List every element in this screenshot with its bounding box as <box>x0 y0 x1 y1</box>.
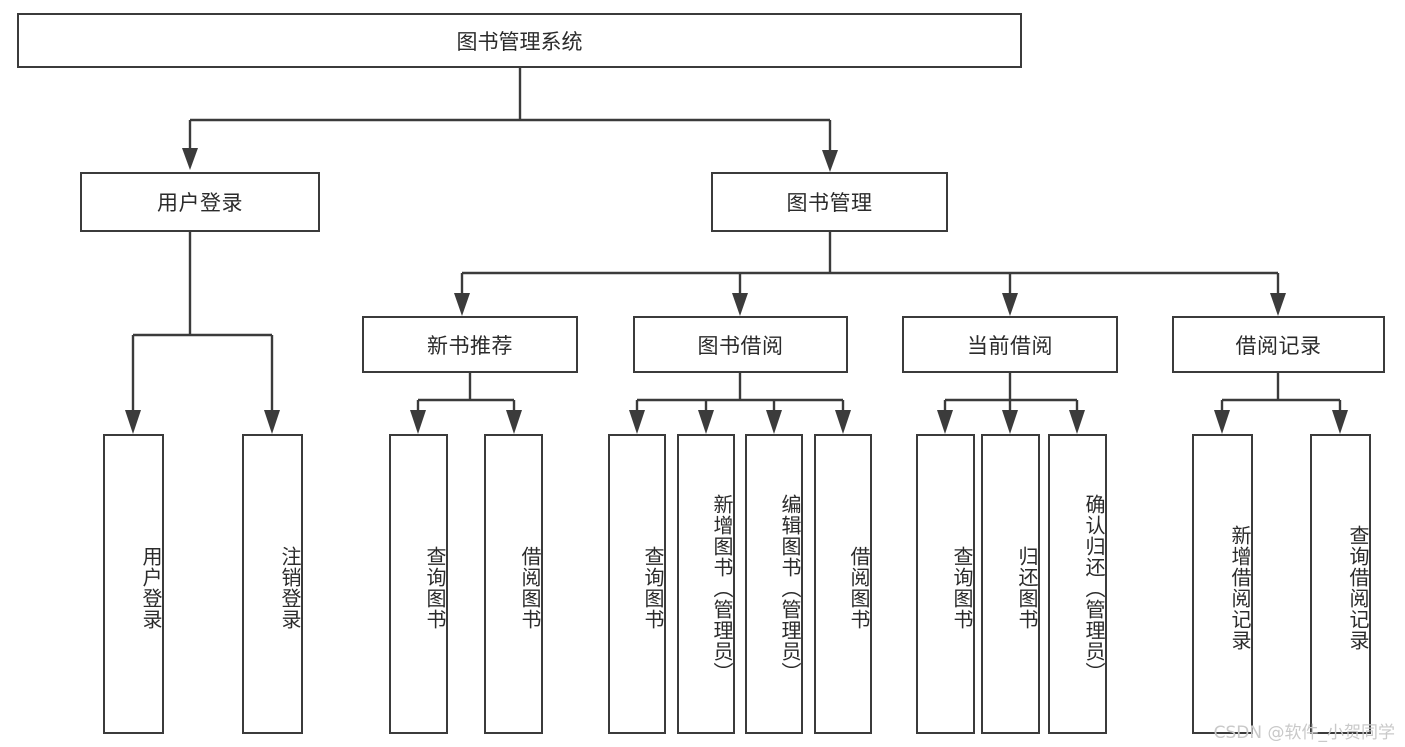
node-label: 用户登录 <box>139 546 163 630</box>
node-label: 注销登录 <box>278 546 302 630</box>
arrow-currentborrow-leaf-2 <box>1002 410 1018 434</box>
node-book-borrow[interactable]: 图书借阅 <box>633 316 848 373</box>
arrow-newbook-leaf-2 <box>506 410 522 434</box>
arrow-to-new-book <box>454 293 470 316</box>
arrow-to-user-login <box>182 148 198 170</box>
leaf-book-borrow-query[interactable]: 查询图书 <box>608 434 666 734</box>
node-label: 新增图书（管理员） <box>710 493 734 683</box>
arrow-borrowrecord-leaf-2 <box>1332 410 1348 434</box>
leaf-borrow-record-add[interactable]: 新增借阅记录 <box>1192 434 1253 734</box>
arrow-bookborrow-leaf-3 <box>766 410 782 434</box>
node-borrow-record[interactable]: 借阅记录 <box>1172 316 1385 373</box>
node-user-login[interactable]: 用户登录 <box>80 172 320 232</box>
arrow-currentborrow-leaf-3 <box>1069 410 1085 434</box>
node-label: 用户登录 <box>157 191 243 215</box>
leaf-user-login-logout[interactable]: 注销登录 <box>242 434 303 734</box>
arrow-bookborrow-leaf-1 <box>629 410 645 434</box>
node-label: 借阅图书 <box>518 546 542 630</box>
node-label: 借阅图书 <box>847 546 871 630</box>
node-book-management[interactable]: 图书管理 <box>711 172 948 232</box>
node-label: 图书借阅 <box>697 333 784 358</box>
arrow-bookborrow-leaf-2 <box>698 410 714 434</box>
leaf-current-borrow-confirm-return[interactable]: 确认归还（管理员） <box>1048 434 1107 734</box>
arrow-userlogin-leaf-2 <box>264 410 280 434</box>
node-label: 图书管理 <box>786 191 873 215</box>
node-label: 新增借阅记录 <box>1228 525 1252 651</box>
csdn-watermark: CSDN @软件_小贺同学 <box>1213 723 1395 743</box>
leaf-book-borrow-add[interactable]: 新增图书（管理员） <box>677 434 735 734</box>
node-label: 归还图书 <box>1015 546 1039 630</box>
leaf-current-borrow-return[interactable]: 归还图书 <box>981 434 1040 734</box>
arrow-borrowrecord-leaf-1 <box>1214 410 1230 434</box>
arrow-to-borrow-record <box>1270 293 1286 316</box>
arrow-to-current-borrow <box>1002 293 1018 316</box>
leaf-borrow-record-query[interactable]: 查询借阅记录 <box>1310 434 1371 734</box>
node-label: 当前借阅 <box>967 333 1053 358</box>
leaf-new-book-query[interactable]: 查询图书 <box>389 434 448 734</box>
node-root-system[interactable]: 图书管理系统 <box>17 13 1022 68</box>
arrow-userlogin-leaf-1 <box>125 410 141 434</box>
node-label: 查询图书 <box>423 546 447 630</box>
node-label: 查询借阅记录 <box>1346 525 1370 651</box>
leaf-user-login-login[interactable]: 用户登录 <box>103 434 164 734</box>
arrow-currentborrow-leaf-1 <box>937 410 953 434</box>
node-label: 新书推荐 <box>427 333 513 358</box>
leaf-new-book-borrow[interactable]: 借阅图书 <box>484 434 543 734</box>
leaf-book-borrow-edit[interactable]: 编辑图书（管理员） <box>745 434 803 734</box>
node-new-book-recommend[interactable]: 新书推荐 <box>362 316 578 373</box>
node-label: 查询图书 <box>950 546 974 630</box>
arrow-to-book-borrow <box>732 293 748 316</box>
node-label: 编辑图书（管理员） <box>778 493 802 683</box>
node-label: 确认归还（管理员） <box>1082 493 1106 683</box>
leaf-book-borrow-borrow[interactable]: 借阅图书 <box>814 434 872 734</box>
node-label: 查询图书 <box>641 546 665 630</box>
arrow-to-book-manage <box>822 150 838 172</box>
node-current-borrow[interactable]: 当前借阅 <box>902 316 1118 373</box>
node-label: 图书管理系统 <box>456 29 583 54</box>
arrow-newbook-leaf-1 <box>410 410 426 434</box>
leaf-current-borrow-query[interactable]: 查询图书 <box>916 434 975 734</box>
arrow-bookborrow-leaf-4 <box>835 410 851 434</box>
node-label: 借阅记录 <box>1235 333 1322 358</box>
